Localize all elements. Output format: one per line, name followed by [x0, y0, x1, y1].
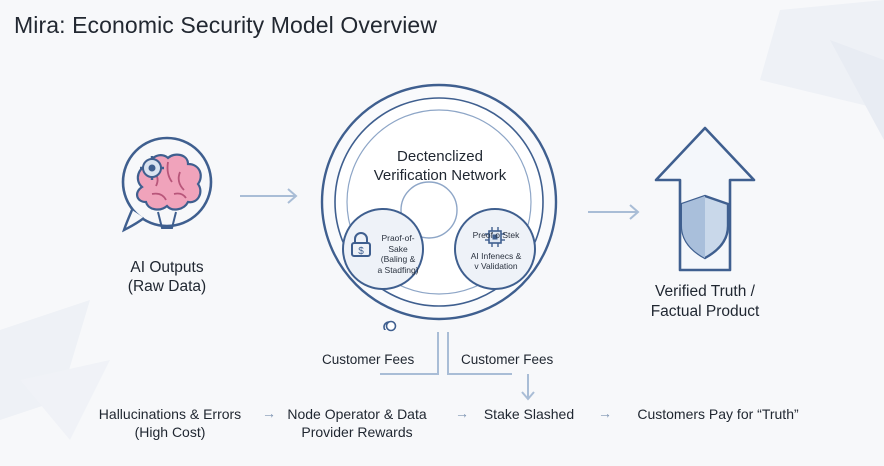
flow-step-2-line1: Node Operator & Data [287, 406, 427, 422]
flow-step-customers-pay: Customers Pay for “Truth” [620, 405, 816, 423]
flow-step-1-line2: (High Cost) [134, 424, 206, 440]
svg-text:$: $ [358, 246, 364, 257]
validation-node-line2: AI Infenecs & [470, 250, 522, 261]
arrow-to-network [240, 188, 298, 204]
brain-icon [121, 136, 213, 233]
verified-line1: Verified Truth / [655, 283, 755, 300]
arrow-to-verified [588, 204, 640, 220]
stake-node [342, 208, 424, 290]
verified-label: Verified Truth / Factual Product [610, 282, 800, 322]
flow-arrow-1: → [262, 405, 276, 421]
customer-fees-left: Customer Fees [322, 352, 415, 367]
ai-outputs-line1: AI Outputs [130, 259, 204, 276]
validation-node-line3: v Validation [474, 261, 518, 271]
flow-step-rewards: Node Operator & Data Provider Rewards [274, 405, 440, 441]
validation-node [454, 208, 536, 290]
lock-dollar-icon: $ [351, 232, 371, 257]
validation-node-line1: Preof o Stek [472, 230, 520, 240]
flow-step-4-line1: Customers Pay for “Truth” [637, 406, 799, 422]
flow-arrow-3: → [598, 405, 612, 421]
ai-outputs-line2: (Raw Data) [127, 278, 207, 295]
stake-node-text: Praof-of-Sake (Baling & a Stadfing) [372, 233, 424, 275]
stake-node-line1: Praof-of-Sake [381, 233, 415, 254]
stake-node-line3: a Stadfing) [377, 264, 419, 275]
ai-outputs-label: AI Outputs (Raw Data) [92, 258, 242, 296]
flow-step-2-line2: Provider Rewards [301, 424, 413, 440]
flow-step-hallucinations: Hallucinations & Errors (High Cost) [80, 405, 260, 441]
flow-step-3-line1: Stake Slashed [483, 406, 575, 422]
validation-node-text: Preof o Stek AI Infenecs & v Validation [458, 230, 534, 272]
network-diagram [320, 83, 558, 330]
flow-step-slashed: Stake Slashed [474, 405, 584, 423]
network-title-line1: Dectenclized [397, 148, 483, 165]
fee-flow-lines [380, 332, 512, 375]
fee-right-arrow [521, 374, 535, 401]
stake-node-line2: (Baling & [380, 254, 416, 264]
network-title-line2: Verification Network [373, 167, 507, 184]
flow-arrow-2: → [455, 405, 469, 421]
network-dot [385, 320, 397, 332]
shield-arrow-icon [654, 126, 756, 272]
chip-icon [485, 227, 505, 247]
customer-fees-right: Customer Fees [461, 352, 554, 367]
verified-line2: Factual Product [650, 303, 760, 320]
page-title: Mira: Economic Security Model Overview [14, 12, 438, 38]
flow-step-1-line1: Hallucinations & Errors [98, 406, 242, 422]
network-title: Dectenclized Verification Network [340, 147, 540, 185]
